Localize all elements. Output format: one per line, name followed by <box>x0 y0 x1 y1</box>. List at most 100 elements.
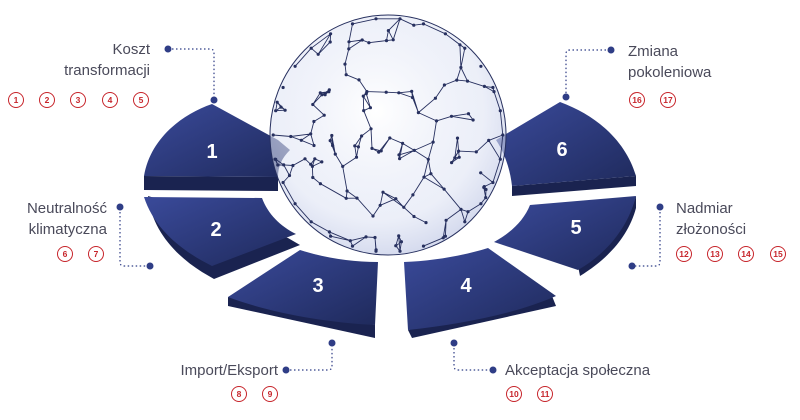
globe-node <box>397 234 401 238</box>
globe-node <box>327 230 331 234</box>
globe-node <box>463 46 467 50</box>
globe-node <box>374 249 378 253</box>
globe-node <box>357 78 361 82</box>
refs-zmiana: 16 17 <box>629 92 679 108</box>
label-line: Nadmiar <box>676 200 733 217</box>
globe-node <box>282 163 286 167</box>
label-zmiana-pokoleniowa: Zmiana pokoleniowa <box>628 41 711 83</box>
globe-node <box>422 175 426 179</box>
segment-6[interactable] <box>496 102 636 186</box>
ring-segments <box>144 102 636 338</box>
globe-node <box>312 143 316 148</box>
globe-node <box>318 91 322 95</box>
ref-badge[interactable]: 6 <box>57 246 73 262</box>
globe-node <box>457 149 461 153</box>
globe-node <box>498 109 502 113</box>
ref-badge[interactable]: 5 <box>133 92 149 108</box>
connector-neutralnosc <box>119 208 150 267</box>
globe-node <box>291 163 295 168</box>
ref-badge[interactable]: 7 <box>88 246 104 262</box>
ref-badge[interactable]: 14 <box>738 246 754 262</box>
ref-badge[interactable]: 11 <box>537 386 553 402</box>
globe-node <box>459 65 463 70</box>
segment-4[interactable] <box>404 248 556 330</box>
globe-node <box>491 85 495 90</box>
globe-node <box>329 32 333 36</box>
label-neutralnosc-klimatyczna: Neutralność klimatyczna <box>27 198 107 240</box>
globe-node <box>424 221 428 225</box>
segment-2[interactable] <box>144 197 296 266</box>
globe-node <box>429 172 433 176</box>
globe-node <box>373 235 377 240</box>
dot-import <box>282 366 290 374</box>
ref-badge[interactable]: 8 <box>231 386 247 402</box>
globe-node <box>394 197 398 201</box>
globe-node <box>458 43 462 47</box>
globe-node <box>279 105 283 109</box>
globe-node <box>347 40 351 44</box>
globe-node <box>362 109 366 113</box>
segment-1[interactable] <box>144 104 290 177</box>
globe-node <box>399 240 403 244</box>
globe-node <box>402 205 406 209</box>
refs-nadmiar: 12 13 14 15 <box>676 246 796 262</box>
ref-badge[interactable]: 10 <box>506 386 522 402</box>
label-line: Koszt <box>112 41 150 58</box>
globe-node <box>410 89 414 93</box>
ref-badge[interactable]: 9 <box>262 386 278 402</box>
label-koszt-transformacji: Koszt transformacji <box>64 39 150 81</box>
dot-import-end <box>328 339 336 347</box>
globe-node <box>416 111 420 115</box>
globe-node <box>331 143 335 148</box>
refs-import: 8 9 <box>231 386 281 402</box>
globe-node <box>370 146 374 150</box>
globe-node <box>355 196 359 200</box>
globe-node <box>311 175 315 180</box>
ref-badge[interactable]: 13 <box>707 246 723 262</box>
globe-node <box>329 234 333 238</box>
globe-node <box>431 140 435 144</box>
globe-node <box>344 73 348 77</box>
ref-badge[interactable]: 17 <box>660 92 676 108</box>
ref-badge[interactable]: 2 <box>39 92 55 108</box>
globe-node <box>449 114 454 118</box>
globe-node <box>275 100 279 104</box>
segment-6-side <box>512 176 636 196</box>
globe-node <box>377 150 381 154</box>
globe-node <box>283 108 287 112</box>
globe-node <box>479 171 483 175</box>
globe-node <box>391 38 395 42</box>
dot-zmiana-end <box>562 93 570 101</box>
ref-badge[interactable]: 16 <box>629 92 645 108</box>
globe-node <box>412 214 416 219</box>
connector-akceptacja <box>453 344 492 371</box>
globe-node <box>455 136 460 140</box>
segment-3[interactable] <box>228 250 378 325</box>
globe-node <box>378 203 382 207</box>
connector-import <box>286 344 333 371</box>
ref-badge[interactable]: 1 <box>8 92 24 108</box>
globe-node <box>364 235 368 239</box>
globe-node <box>311 102 315 107</box>
globe-node <box>474 150 478 154</box>
label-line: Neutralność <box>26 200 107 217</box>
globe-node <box>368 106 372 110</box>
segment-5[interactable] <box>494 196 636 270</box>
globe-node <box>274 157 278 161</box>
label-line: Zmiana <box>628 43 679 60</box>
globe-node <box>384 39 389 43</box>
connectors <box>119 48 661 371</box>
ref-badge[interactable]: 15 <box>770 246 786 262</box>
ref-badge[interactable]: 3 <box>70 92 86 108</box>
ref-badge[interactable]: 12 <box>676 246 692 262</box>
globe-node <box>498 157 502 161</box>
globe-node <box>347 47 351 51</box>
globe-node <box>412 148 416 152</box>
ref-badge[interactable]: 4 <box>102 92 118 108</box>
globe-node <box>484 187 488 192</box>
globe-node <box>463 220 467 224</box>
globe-node <box>442 83 446 87</box>
globe-node <box>398 17 402 21</box>
globe-node <box>443 234 447 238</box>
globe-node <box>401 141 405 145</box>
